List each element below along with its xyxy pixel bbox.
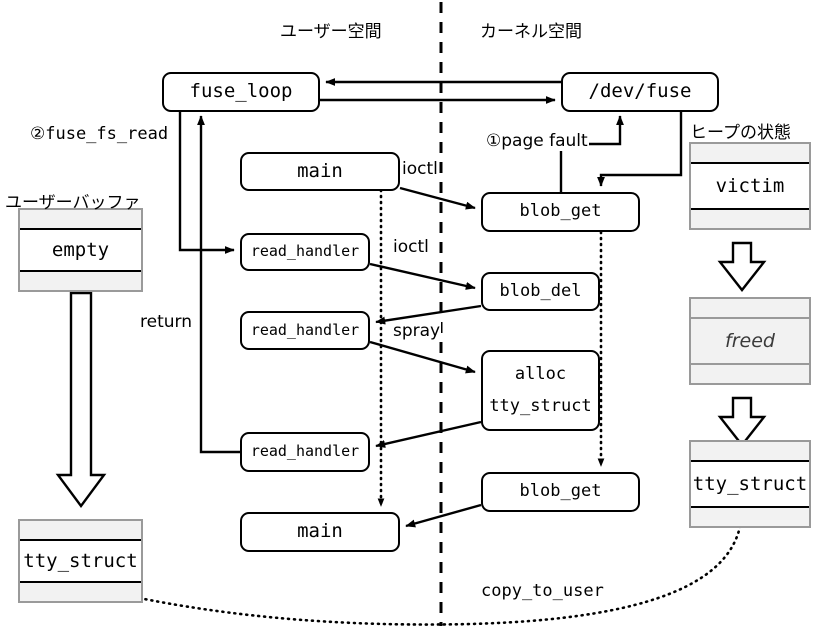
chunk-pad-top xyxy=(20,521,141,539)
label-spray: spray xyxy=(392,321,442,341)
edge-alloc-to-readhandler3 xyxy=(375,420,482,448)
box-blob-del-label: blob_del xyxy=(499,280,582,301)
box-fuse-loop[interactable]: fuse_loop xyxy=(162,72,320,112)
edge-blobget-bottom-to-main-bottom xyxy=(405,503,482,528)
user-buffer-after-label: tty_struct xyxy=(20,539,141,583)
edge-copy-to-user-dotted xyxy=(100,506,744,626)
label-page-fault: ①page fault xyxy=(485,131,589,151)
label-ioctl-1: ioctl xyxy=(401,159,439,179)
block-arrow-heap-victim-to-freed xyxy=(717,241,767,292)
chunk-pad-bottom xyxy=(691,210,809,228)
edge-readhandler3-to-fuseloop-return xyxy=(197,115,240,454)
chunk-pad-bottom xyxy=(691,508,809,526)
box-blob-get-bottom-label: blob_get xyxy=(519,481,602,502)
box-alloc-tty-struct-label: tty_struct xyxy=(489,395,592,416)
box-dev-fuse-label: /dev/fuse xyxy=(588,80,692,103)
heap-state-heading: ヒープの状態 xyxy=(690,123,791,143)
box-main-bottom[interactable]: main xyxy=(240,512,400,552)
edge-main-to-blobget-ioctl xyxy=(399,186,476,210)
label-fuse-fs-read: ②fuse_fs_read xyxy=(29,124,170,144)
edge-readhandler1-to-blobdel-ioctl xyxy=(369,262,476,290)
chunk-pad-bottom xyxy=(20,272,141,290)
box-main-bottom-label: main xyxy=(297,520,343,543)
box-read-handler-3[interactable]: read_handler xyxy=(240,432,370,472)
box-alloc-label: alloc xyxy=(514,363,567,384)
edge-readhandler2-to-alloc-spray xyxy=(369,340,476,374)
block-arrow-heap-freed-to-ttystruct xyxy=(717,396,767,447)
chunk-pad-bottom xyxy=(691,365,809,383)
memory-user-buffer-after: tty_struct xyxy=(18,519,143,603)
kernelspace-heading: カーネル空間 xyxy=(480,22,582,42)
box-blob-del[interactable]: blob_del xyxy=(481,272,600,311)
box-dev-fuse[interactable]: /dev/fuse xyxy=(561,72,719,112)
box-read-handler-2-label: read_handler xyxy=(250,320,360,339)
edge-devfuse-to-blobget xyxy=(597,110,683,187)
memory-heap-freed: freed xyxy=(689,297,811,385)
edge-blobget-to-devfuse-pagefault xyxy=(559,115,624,192)
edge-fuseloop-to-readhandler1 xyxy=(178,110,235,254)
box-main-top[interactable]: main xyxy=(240,152,400,191)
box-read-handler-3-label: read_handler xyxy=(250,442,360,461)
box-alloc-tty-struct[interactable]: alloc tty_struct xyxy=(481,350,600,431)
box-main-top-label: main xyxy=(297,159,343,182)
chunk-pad-top xyxy=(691,299,809,317)
memory-heap-tty-struct: tty_struct xyxy=(689,440,811,528)
block-arrow-userbuffer xyxy=(55,291,107,509)
chunk-pad-top xyxy=(691,442,809,460)
label-return: return xyxy=(139,312,193,332)
box-read-handler-1[interactable]: read_handler xyxy=(240,233,370,271)
memory-user-buffer-before: empty xyxy=(18,208,143,292)
box-blob-get-bottom[interactable]: blob_get xyxy=(481,472,640,512)
label-copy-to-user: copy_to_user xyxy=(480,581,605,601)
user-buffer-before-label: empty xyxy=(20,228,141,272)
userspace-heading: ユーザー空間 xyxy=(280,22,382,42)
chunk-pad-top xyxy=(20,210,141,228)
box-read-handler-2[interactable]: read_handler xyxy=(240,311,370,350)
chunk-pad-top xyxy=(691,144,809,162)
user-buffer-heading: ユーザーバッファ xyxy=(5,193,141,213)
heap-freed-label: freed xyxy=(691,317,809,365)
box-blob-get-top-label: blob_get xyxy=(519,201,602,222)
edge-blobdel-to-readhandler2 xyxy=(375,304,482,325)
heap-tty-struct-label: tty_struct xyxy=(691,460,809,508)
label-ioctl-2: ioctl xyxy=(392,237,430,257)
box-read-handler-1-label: read_handler xyxy=(250,242,360,261)
box-blob-get-top[interactable]: blob_get xyxy=(481,192,640,232)
chunk-pad-bottom xyxy=(20,583,141,601)
box-fuse-loop-label: fuse_loop xyxy=(189,80,293,103)
memory-heap-victim: victim xyxy=(689,142,811,230)
heap-victim-label: victim xyxy=(691,162,809,210)
